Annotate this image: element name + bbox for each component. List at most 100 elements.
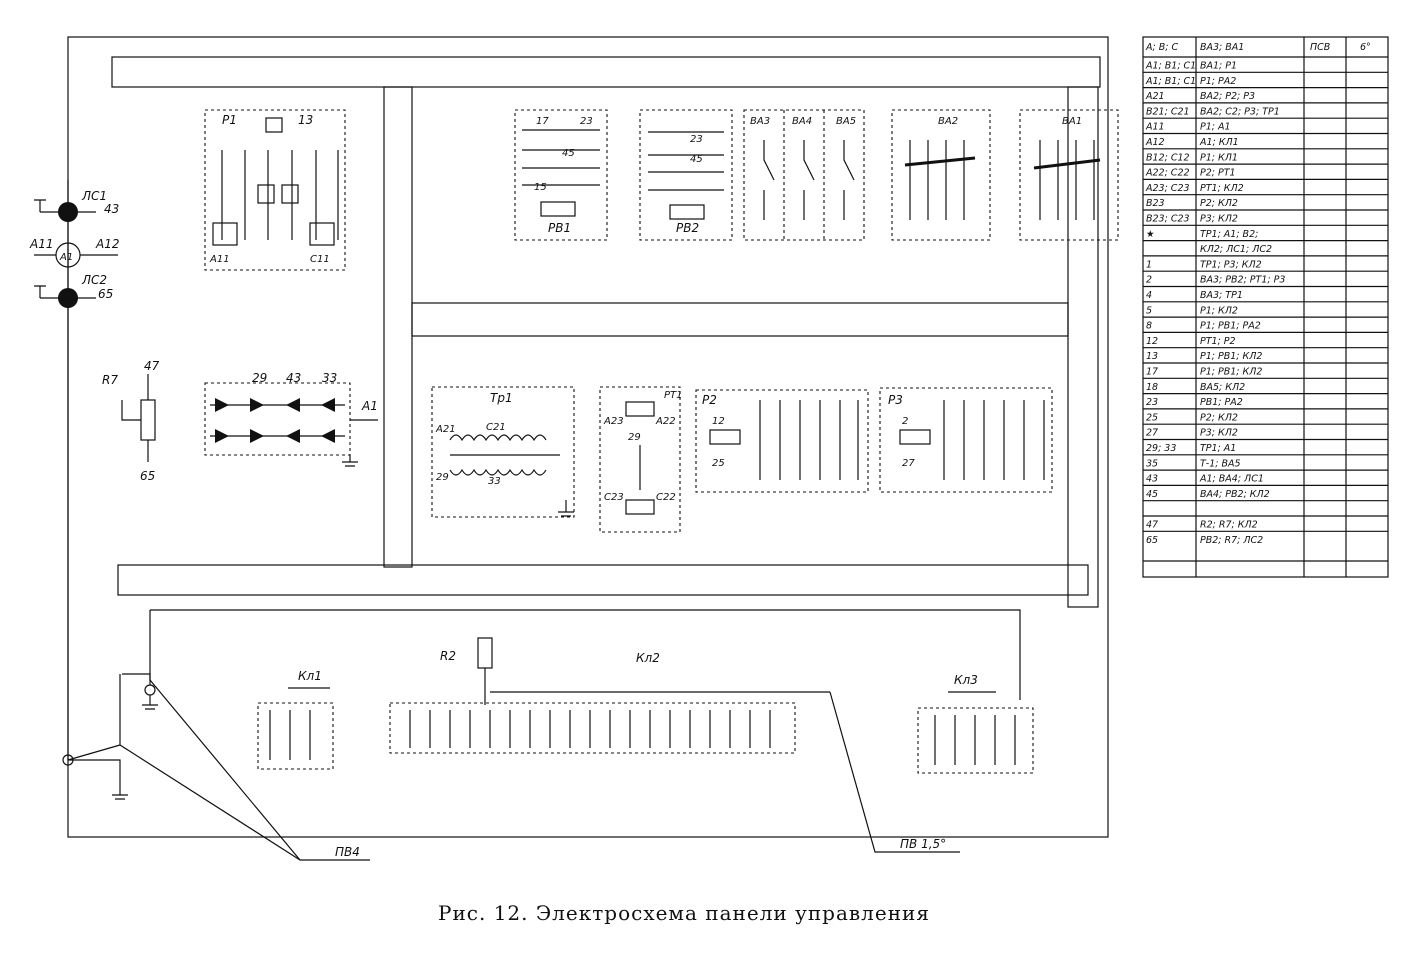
table-cell-connection: Р1; КЛ1 xyxy=(1200,152,1238,163)
table-cell-wire: В23 xyxy=(1146,198,1165,209)
table-cell-wire: 29; 33 xyxy=(1146,443,1176,454)
svg-text:А22: А22 xyxy=(655,416,676,427)
svg-text:С21: С21 xyxy=(486,422,506,433)
figure-caption: Рис. 12. Электросхема панели управления xyxy=(438,901,930,925)
table-cell-wire: 1 xyxy=(1146,259,1152,270)
svg-text:А11: А11 xyxy=(209,254,230,265)
svg-text:12: 12 xyxy=(712,416,725,427)
svg-text:Тр1: Тр1 xyxy=(490,391,513,405)
table-cell-wire: 4 xyxy=(1146,290,1152,301)
relay-p1: Р1 13 А11 С11 xyxy=(204,109,346,271)
switch-group-va3-va5: ВА3 ВА4 ВА5 xyxy=(743,109,865,241)
svg-text:Кл3: Кл3 xyxy=(954,673,978,687)
table-cell-wire: 25 xyxy=(1146,412,1158,423)
svg-text:Р1: Р1 xyxy=(222,113,237,127)
svg-text:R2: R2 xyxy=(440,649,456,663)
svg-text:R7: R7 xyxy=(102,373,118,387)
terminal-block-kl1: Кл1 xyxy=(257,669,334,770)
rectifier-bridge: 29 43 33 А1 xyxy=(204,371,378,467)
table-cell-connection: РВ1; РА2 xyxy=(1200,397,1243,408)
time-relay-rv1: 17 23 45 15 РВ1 xyxy=(514,109,608,241)
table-cell-connection: ТР1; А1 xyxy=(1200,443,1236,454)
table-cell-wire: 2 xyxy=(1146,275,1152,286)
table-cell-connection: ВА1; Р1 xyxy=(1200,61,1237,72)
table-cell-wire: ★ xyxy=(1146,229,1155,240)
left-indicators: ЛС1 43 А1 А11 А12 ЛС2 65 xyxy=(29,180,119,760)
table-cell-connection: Р1; РА2 xyxy=(1200,76,1236,87)
table-cell-wire: А1; В1; С1 xyxy=(1145,61,1196,72)
table-cell-connection: ВА5; КЛ2 xyxy=(1200,382,1245,393)
table-cell-connection: ВА3; РВ2; РТ1; Р3 xyxy=(1200,275,1285,286)
svg-text:13: 13 xyxy=(298,113,313,127)
table-cell-connection: ВА3; ТР1 xyxy=(1200,290,1243,301)
svg-text:С22: С22 xyxy=(656,492,676,503)
svg-text:ВА5: ВА5 xyxy=(836,116,856,127)
relay-p3: Р3 2 27 xyxy=(879,387,1053,493)
table-cell-wire: А1; В1; С1 xyxy=(1145,76,1196,87)
table-cell-wire: 27 xyxy=(1146,428,1158,439)
table-header-2: ВА3; ВА1 xyxy=(1200,42,1244,53)
table-cell-connection: R2; R7; КЛ2 xyxy=(1200,520,1258,531)
table-cell-connection: Р2; РТ1 xyxy=(1200,168,1236,179)
svg-text:45: 45 xyxy=(562,148,575,159)
svg-text:23: 23 xyxy=(580,116,593,127)
relay-p2: Р2 12 25 xyxy=(695,389,869,493)
signal-lamp-1: ЛС1 43 xyxy=(58,189,119,222)
svg-text:17: 17 xyxy=(536,116,549,127)
svg-text:РТ1: РТ1 xyxy=(664,390,683,401)
svg-text:Кл1: Кл1 xyxy=(298,669,322,683)
transformer-tr1: Тр1 А21 С21 29 33 xyxy=(431,386,575,518)
terminal-block-kl2: R2 Кл2 xyxy=(389,637,830,754)
svg-text:ВА2: ВА2 xyxy=(938,116,958,127)
signal-lamp-2: ЛС2 65 xyxy=(58,273,113,308)
table-cell-wire: 13 xyxy=(1146,351,1158,362)
table-cell-connection: РВ2; R7; ЛС2 xyxy=(1200,535,1263,546)
svg-text:43: 43 xyxy=(104,202,119,216)
thermal-relay-rt1: РТ1 А23 А22 29 С23 С22 xyxy=(599,386,683,533)
svg-text:27: 27 xyxy=(902,458,915,469)
table-cell-wire: 43 xyxy=(1146,474,1158,485)
svg-text:ВА1: ВА1 xyxy=(1062,116,1082,127)
table-cell-connection: Р1; РВ1; РА2 xyxy=(1200,321,1261,332)
table-cell-connection: А1; ВА4; ЛС1 xyxy=(1199,474,1264,485)
table-cell-connection: РТ1; Р2 xyxy=(1200,336,1236,347)
svg-text:29: 29 xyxy=(252,371,267,385)
table-header-4: 6° xyxy=(1360,42,1371,53)
table-cell-connection: Р3; КЛ2 xyxy=(1200,214,1238,225)
svg-text:Кл2: Кл2 xyxy=(636,651,660,665)
table-cell-connection: Р1; РВ1; КЛ2 xyxy=(1200,367,1262,378)
table-cell-connection: Р1; КЛ2 xyxy=(1200,305,1238,316)
table-cell-wire: В12; С12 xyxy=(1146,152,1190,163)
table-cell-wire: 8 xyxy=(1146,321,1152,332)
svg-text:25: 25 xyxy=(712,458,725,469)
svg-text:С23: С23 xyxy=(604,492,624,503)
table-cell-wire: А11 xyxy=(1145,122,1165,133)
table-cell-wire: 47 xyxy=(1146,520,1158,531)
table-cell-wire: 12 xyxy=(1146,336,1158,347)
table-cell-connection: А1; КЛ1 xyxy=(1199,137,1239,148)
svg-text:А11: А11 xyxy=(29,237,53,251)
table-cell-connection: КЛ2; ЛС1; ЛС2 xyxy=(1200,244,1272,255)
svg-text:Р3: Р3 xyxy=(888,393,903,407)
svg-text:29: 29 xyxy=(436,472,449,483)
switch-va2: ВА2 xyxy=(891,109,991,241)
table-cell-connection: ВА4; РВ2; КЛ2 xyxy=(1200,489,1270,500)
table-cell-wire: 45 xyxy=(1146,489,1158,500)
table-cell-connection: Р2; КЛ2 xyxy=(1200,198,1238,209)
panel-frame xyxy=(67,36,1109,838)
svg-text:С11: С11 xyxy=(310,254,330,265)
table-cell-connection: Р1; РВ1; КЛ2 xyxy=(1200,351,1262,362)
table-cell-connection: ТР1; А1; В2; xyxy=(1200,229,1258,240)
terminal-block-kl3: Кл3 xyxy=(917,673,1034,774)
svg-text:ЛС1: ЛС1 xyxy=(81,189,107,203)
table-cell-wire: А12 xyxy=(1145,137,1165,148)
table-cell-wire: А22; С22 xyxy=(1145,168,1190,179)
rheostat-r7: R7 47 65 xyxy=(102,359,160,483)
table-cell-wire: 17 xyxy=(1146,367,1158,378)
svg-text:43: 43 xyxy=(286,371,301,385)
svg-text:ВА3: ВА3 xyxy=(750,116,770,127)
table-cell-wire: А21 xyxy=(1145,91,1165,102)
